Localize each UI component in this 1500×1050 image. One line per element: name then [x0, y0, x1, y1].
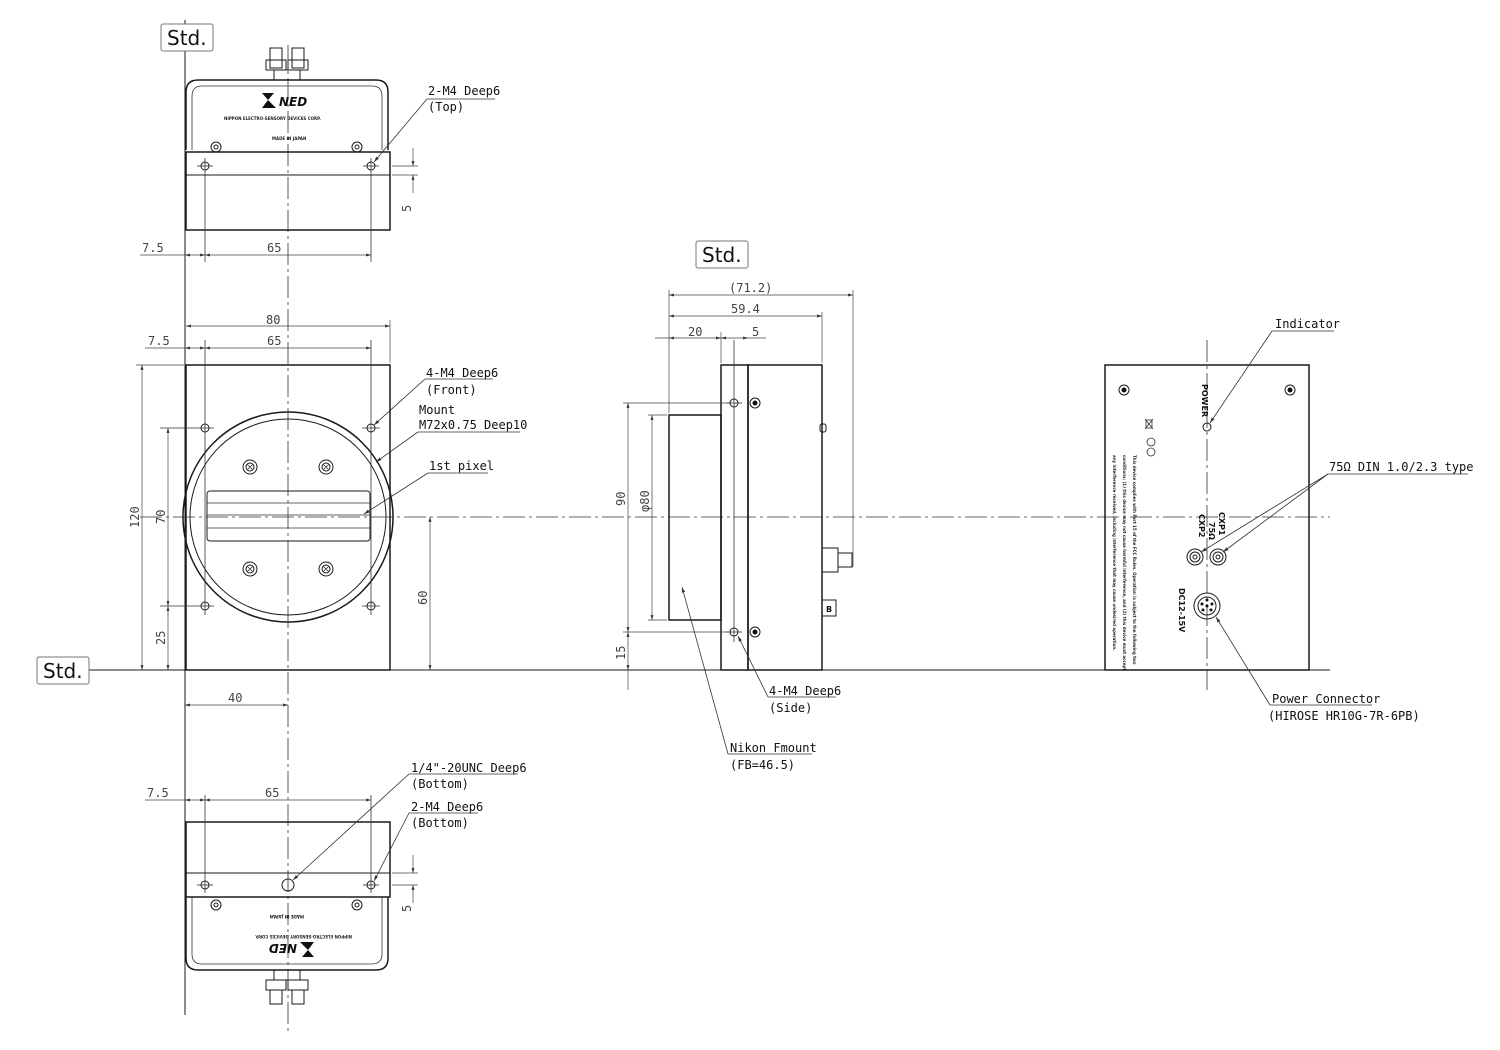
svg-text:Indicator: Indicator — [1275, 317, 1340, 331]
std-label-side: Std. — [695, 240, 749, 269]
svg-text:B: B — [826, 605, 832, 614]
svg-text:Nikon Fmount: Nikon Fmount — [730, 741, 817, 755]
nikon-mount-callout: Nikon Fmount (FB=46.5) — [681, 586, 817, 772]
ce-weee-marks — [1144, 418, 1156, 457]
side-connector — [821, 547, 853, 573]
svg-text:(HIROSE HR10G-7R-6PB): (HIROSE HR10G-7R-6PB) — [1268, 709, 1420, 723]
front-dim-offset: 7.5 — [148, 334, 170, 348]
mount-callout: Mount M72x0.75 Deep10 — [375, 403, 527, 463]
top-connectors — [265, 47, 309, 81]
svg-text:(Bottom): (Bottom) — [411, 816, 469, 830]
bottom-dim-offset: 7.5 — [147, 786, 169, 800]
bottom-unc-hole — [281, 878, 295, 892]
cxp-connectors — [1186, 548, 1227, 566]
rear-corner-screws — [1118, 384, 1296, 396]
svg-text:MADE IN JAPAN: MADE IN JAPAN — [270, 914, 304, 919]
side-dim-plate: 5 — [752, 325, 759, 339]
front-dim-bottom: 25 — [154, 631, 168, 645]
svg-text:MADE IN JAPAN: MADE IN JAPAN — [272, 136, 306, 141]
svg-text:NIPPON ELECTRO-SENSORY DEVICES: NIPPON ELECTRO-SENSORY DEVICES CORP. — [224, 116, 321, 121]
std-label-left: Std. — [36, 656, 90, 685]
svg-text:NED: NED — [279, 95, 307, 109]
front-mount-holes — [160, 340, 380, 615]
side-dim-height: 90 — [614, 492, 628, 506]
svg-text:Power Connector: Power Connector — [1272, 692, 1380, 706]
din-callout: 75Ω DIN 1.0/2.3 type — [1200, 460, 1474, 553]
side-view: B (71.2) 59.4 20 5 90 φ80 1 — [614, 281, 854, 772]
svg-text:Std.: Std. — [702, 243, 742, 267]
svg-text:NIPPON ELECTRO-SENSORY DEVICES: NIPPON ELECTRO-SENSORY DEVICES CORP. — [255, 934, 352, 939]
svg-text:4-M4 Deep6: 4-M4 Deep6 — [426, 366, 498, 380]
svg-text:(FB=46.5): (FB=46.5) — [730, 758, 795, 772]
svg-text:M72x0.75 Deep10: M72x0.75 Deep10 — [419, 418, 527, 432]
svg-text:75Ω DIN 1.0/2.3 type: 75Ω DIN 1.0/2.3 type — [1329, 460, 1474, 474]
side-dim-bottom: 15 — [614, 646, 628, 660]
front-dim-width: 80 — [266, 313, 280, 327]
front-screws — [242, 459, 334, 577]
svg-text:(Bottom): (Bottom) — [411, 777, 469, 791]
top-dim-edge: 5 — [400, 205, 414, 212]
side-dim-flange: 20 — [688, 325, 702, 339]
front-dim-center-x: 40 — [228, 691, 242, 705]
top-dim-offset: 7.5 — [142, 241, 164, 255]
front-view: 80 7.5 65 120 70 25 60 40 4-M4 Deep6 (Fr… — [128, 313, 527, 707]
reference-lines — [80, 20, 1330, 1035]
svg-text:Std.: Std. — [43, 659, 83, 683]
svg-text:(Top): (Top) — [428, 100, 464, 114]
front-dim-pitch: 65 — [267, 334, 281, 348]
compliance-text: This device complies with Part 15 of the… — [1112, 455, 1137, 670]
dc-label: DC12-15V — [1177, 588, 1186, 633]
power-label: POWER — [1200, 384, 1209, 417]
rear-view: This device complies with Part 15 of the… — [1104, 317, 1474, 723]
unc-callout: 1/4"-20UNC Deep6 (Bottom) — [292, 761, 527, 881]
std-label-top: Std. — [160, 23, 214, 52]
cxp2-label: CXP2 — [1197, 514, 1206, 537]
svg-text:Mount: Mount — [419, 403, 455, 417]
side-dim-body: 59.4 — [731, 302, 760, 316]
front-dim-hole-pitch: 70 — [154, 510, 168, 524]
top-dim-pitch: 65 — [267, 241, 281, 255]
bottom-dim-edge: 5 — [400, 905, 414, 912]
svg-text:2-M4 Deep6: 2-M4 Deep6 — [428, 84, 500, 98]
svg-text:This device complies with Part: This device complies with Part 15 of the… — [1132, 455, 1137, 665]
side-holes-callout: 4-M4 Deep6 (Side) — [737, 635, 841, 715]
side-dim-total: (71.2) — [729, 281, 772, 295]
svg-text:1st pixel: 1st pixel — [429, 459, 494, 473]
top-hole-callout: 2-M4 Deep6 (Top) — [373, 84, 500, 163]
bottom-holes — [197, 795, 379, 893]
svg-text:1/4"-20UNC Deep6: 1/4"-20UNC Deep6 — [411, 761, 527, 775]
svg-text:Std.: Std. — [167, 26, 207, 50]
first-pixel-callout: 1st pixel — [363, 459, 494, 515]
bottom-ned-logo: NED — [269, 941, 314, 957]
bottom-view: NIPPON ELECTRO-SENSORY DEVICES CORP. MAD… — [145, 761, 527, 1005]
power-connector — [1193, 592, 1221, 620]
top-ned-logo: NED — [262, 93, 307, 109]
front-dim-height: 120 — [128, 506, 142, 528]
ohm-label: 75Ω — [1207, 522, 1216, 540]
front-holes-callout: 4-M4 Deep6 (Front) — [373, 366, 498, 426]
side-screws — [726, 340, 761, 642]
top-hole-left — [197, 158, 213, 262]
svg-text:conditions: (1) this device ma: conditions: (1) this device may not caus… — [1122, 455, 1127, 670]
bottom-holes-callout: 2-M4 Deep6 (Bottom) — [373, 800, 483, 882]
bottom-connectors — [265, 969, 309, 1005]
top-hole-right — [363, 158, 379, 262]
cxp1-label: CXP1 — [1217, 512, 1226, 536]
top-view: NED NIPPON ELECTRO-SENSORY DEVICES CORP.… — [140, 47, 500, 262]
indicator-led — [1202, 422, 1212, 432]
svg-text:4-M4 Deep6: 4-M4 Deep6 — [769, 684, 841, 698]
power-connector-callout: Power Connector (HIROSE HR10G-7R-6PB) — [1215, 616, 1420, 723]
svg-text:(Side): (Side) — [769, 701, 812, 715]
bottom-dim-pitch: 65 — [265, 786, 279, 800]
svg-text:NED: NED — [269, 941, 297, 955]
front-dim-center-height: 60 — [416, 591, 430, 605]
svg-text:(Front): (Front) — [426, 383, 477, 397]
svg-text:any interference received, inc: any interference received, including int… — [1112, 455, 1117, 651]
svg-text:2-M4 Deep6: 2-M4 Deep6 — [411, 800, 483, 814]
indicator-callout: Indicator — [1209, 317, 1340, 424]
side-dim-diameter: φ80 — [638, 490, 652, 512]
